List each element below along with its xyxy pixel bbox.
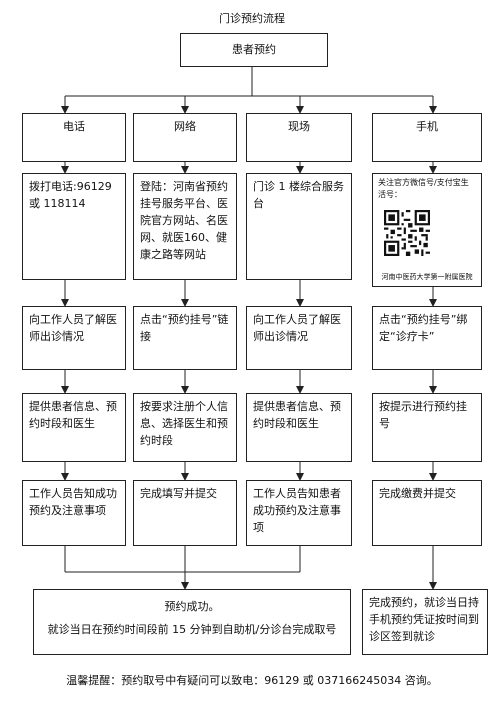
result-success-title: 预约成功。: [164, 600, 220, 613]
online-step1-box: 登陆：河南省预约挂号服务平台、医院官方网站、名医网、就医160、健康之路等网站: [133, 173, 237, 280]
footer-reminder: 温馨提醒：预约取号中有疑问可以致电：96129 或 037166245034 咨…: [66, 674, 438, 687]
phone-step3-text: 提供患者信息、预约时段和医生: [29, 400, 117, 430]
qr-caption: 河南中医药大学第一附属医院: [381, 273, 473, 281]
mobile-step3-text: 按提示进行预约挂号: [379, 400, 467, 430]
onsite-step3-text: 提供患者信息、预约时段和医生: [253, 400, 341, 430]
qr-code-icon: [384, 210, 430, 256]
mobile-step3-box: 按提示进行预约挂号: [372, 393, 482, 462]
patient-appointment-box: 患者预约: [180, 33, 328, 67]
phone-step4-text: 工作人员告知成功预约及注意事项: [29, 487, 117, 517]
online-step4-text: 完成填写并提交: [140, 487, 217, 500]
patient-appointment-label: 患者预约: [232, 43, 276, 56]
onsite-step4-box: 工作人员告知患者成功预约及注意事项: [246, 480, 352, 546]
channel-phone-box: 电话: [22, 113, 126, 162]
onsite-step3-box: 提供患者信息、预约时段和医生: [246, 393, 352, 462]
channel-phone-label: 电话: [63, 120, 85, 133]
result-success-box: 预约成功。 就诊当日在预约时间段前 15 分钟到自助机/分诊台完成取号: [33, 589, 351, 655]
mobile-step4-text: 完成缴费并提交: [379, 487, 456, 500]
phone-step1-text: 拨打电话:96129 或 118114: [29, 180, 112, 210]
page-title: 门诊预约流程: [219, 12, 285, 25]
mobile-step2-text: 点击“预约挂号”绑定“诊疗卡”: [379, 313, 468, 343]
mobile-step4-box: 完成缴费并提交: [372, 480, 482, 546]
phone-step1-box: 拨打电话:96129 或 118114: [22, 173, 126, 280]
channel-mobile-box: 手机: [372, 113, 482, 162]
onsite-step1-text: 门诊 1 楼综合服务台: [253, 180, 344, 210]
online-step2-text: 点击“预约挂号”链接: [140, 313, 229, 343]
onsite-step2-text: 向工作人员了解医师出诊情况: [253, 313, 341, 343]
online-step1-text: 登陆：河南省预约挂号服务平台、医院官方网站、名医网、就医160、健康之路等网站: [140, 180, 228, 261]
onsite-step2-box: 向工作人员了解医师出诊情况: [246, 306, 352, 370]
channel-mobile-label: 手机: [416, 120, 438, 133]
phone-step4-box: 工作人员告知成功预约及注意事项: [22, 480, 126, 546]
onsite-step4-text: 工作人员告知患者成功预约及注意事项: [253, 487, 341, 534]
result-success-detail: 就诊当日在预约时间段前 15 分钟到自助机/分诊台完成取号: [47, 623, 337, 636]
mobile-step1-text: 关注官方微信号/支付宝生活号：: [378, 178, 469, 199]
online-step4-box: 完成填写并提交: [133, 480, 237, 546]
phone-step3-box: 提供患者信息、预约时段和医生: [22, 393, 126, 462]
mobile-step2-box: 点击“预约挂号”绑定“诊疗卡”: [372, 306, 482, 370]
channel-online-box: 网络: [133, 113, 237, 162]
result-mobile-text: 完成预约，就诊当日持手机预约凭证按时间到诊区签到就诊: [369, 596, 479, 643]
online-step3-text: 按要求注册个人信息、选择医生和预约时段: [140, 400, 228, 447]
result-mobile-box: 完成预约，就诊当日持手机预约凭证按时间到诊区签到就诊: [362, 589, 488, 655]
channel-online-label: 网络: [174, 120, 196, 133]
phone-step2-box: 向工作人员了解医师出诊情况: [22, 306, 126, 370]
channel-onsite-label: 现场: [288, 120, 310, 133]
online-step2-box: 点击“预约挂号”链接: [133, 306, 237, 370]
channel-onsite-box: 现场: [246, 113, 352, 162]
online-step3-box: 按要求注册个人信息、选择医生和预约时段: [133, 393, 237, 462]
onsite-step1-box: 门诊 1 楼综合服务台: [246, 173, 352, 280]
phone-step2-text: 向工作人员了解医师出诊情况: [29, 313, 117, 343]
